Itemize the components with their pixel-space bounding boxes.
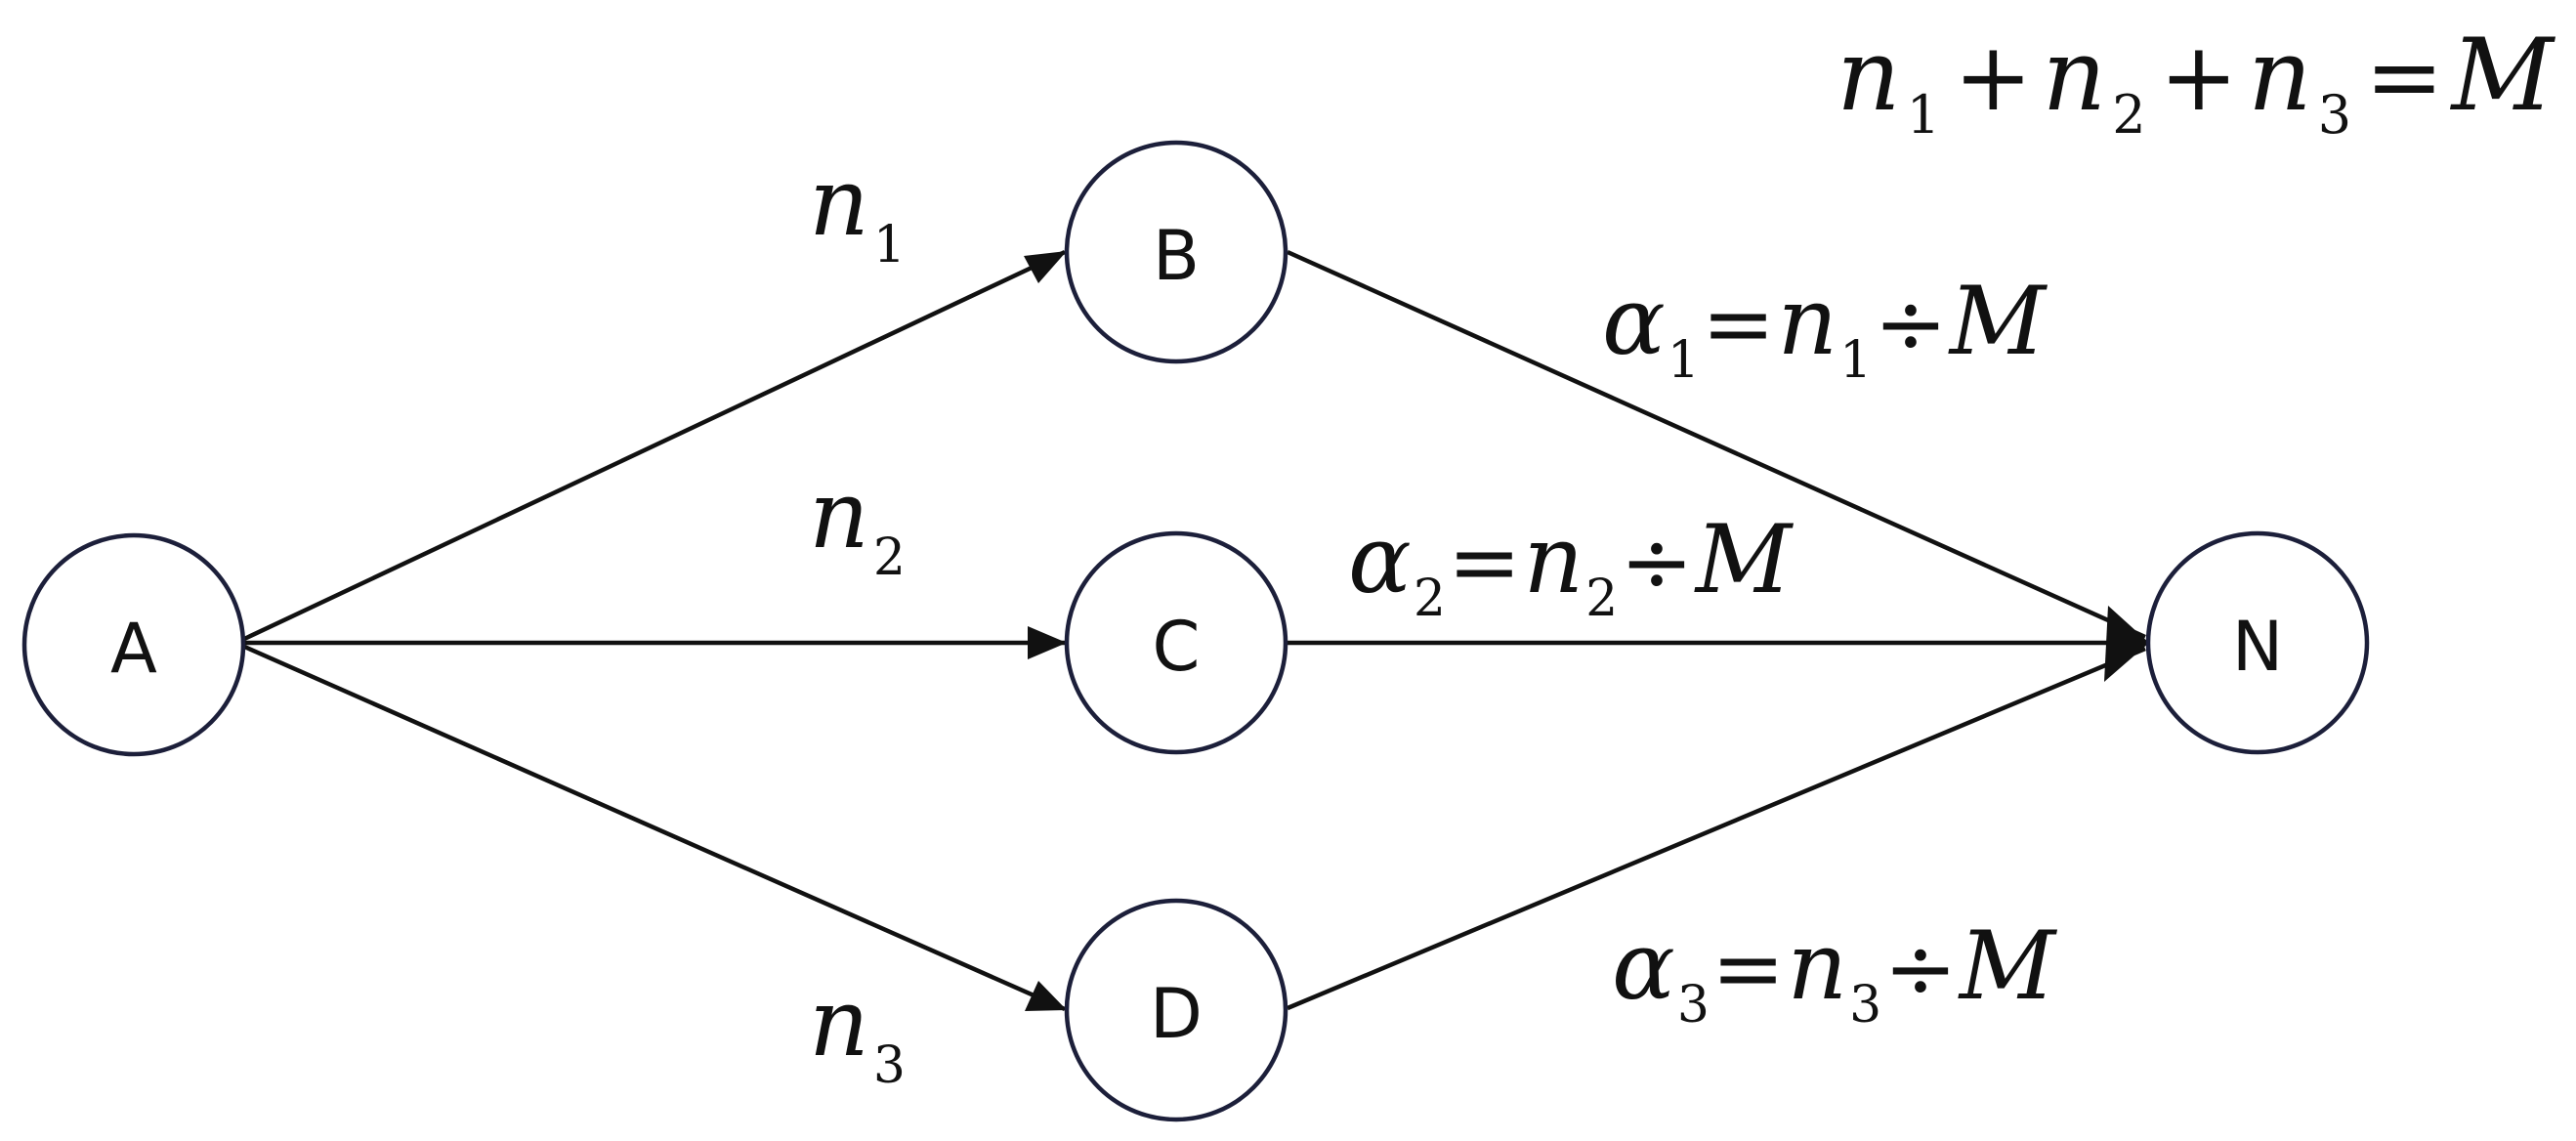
formula-total-t3: n [2248,18,2312,134]
formula-alpha3: α3=n3÷M [1612,911,2058,1035]
formula-alpha1-sub: 1 [1668,331,1700,390]
node-d-circle [1064,898,1288,1122]
edge-label-n2-var: n [809,460,869,570]
edge-label-n2-sub: 2 [873,528,906,587]
formula-total-s2: 2 [2112,84,2145,146]
formula-alpha1-op: ÷ [1874,273,1947,375]
formula-total-rhs: M [2450,18,2556,134]
formula-alpha3-op: ÷ [1883,917,1957,1020]
node-b: B [1064,140,1288,364]
formula-total-op2: + [2160,22,2238,132]
formula-alpha3-rhs: M [1958,911,2058,1021]
formula-alpha3-var: n [1787,911,1847,1021]
node-c-label: C [1153,607,1201,687]
node-d: D [1064,898,1288,1122]
formula-alpha1-sym: α [1602,267,1666,376]
arrowhead-a-b [1024,251,1067,283]
formula-alpha3-eq: = [1711,917,1785,1020]
formula-alpha2-sub: 2 [1414,570,1446,628]
formula-alpha2-sym: α [1348,505,1412,614]
edges [241,249,2149,1012]
formula-total-s3: 3 [2318,84,2351,146]
formula-total-eq: = [2365,22,2443,132]
arrowhead-a-c [1028,626,1067,659]
edge-label-n3-sub: 3 [873,1036,906,1095]
node-c-circle [1064,530,1288,755]
node-a-label: A [110,609,157,689]
formula-alpha2-rhs: M [1694,505,1795,614]
formula-alpha1: α1=n1÷M [1602,267,2048,390]
formula-total-op1: + [1954,22,2032,132]
node-b-circle [1064,140,1288,364]
edge-b-n [1287,249,2146,640]
node-a-circle [21,532,246,757]
formula-alpha2-vsub: 2 [1585,570,1618,628]
formula-alpha2-eq: = [1448,511,1521,613]
formula-alpha2: α2=n2÷M [1348,505,1795,628]
edge-label-n2: n2 [809,460,906,587]
formula-total-t2: n [2043,18,2107,134]
edge-d-n [1287,646,2146,1011]
formula-alpha3-vsub: 3 [1849,976,1881,1035]
node-n-circle [2145,530,2370,755]
formula-total-s1: 1 [1907,84,1940,146]
arrowhead-into-n [2104,606,2149,682]
edge-a-b [241,249,1066,643]
edge-label-n1-var: n [809,148,869,257]
edge-a-d [241,643,1066,1012]
arrowhead-a-d [1025,981,1067,1011]
node-b-label: B [1153,216,1200,296]
node-n-label: N [2232,607,2283,687]
node-c: C [1064,530,1288,755]
edge-label-n1: n1 [809,148,906,275]
formula-alpha1-vsub: 1 [1839,331,1872,390]
node-d-label: D [1150,974,1203,1054]
formula-alpha2-op: ÷ [1620,511,1693,613]
edge-label-n3: n3 [809,968,906,1095]
formula-alpha3-sym: α [1612,911,1675,1021]
formula-alpha1-var: n [1777,267,1837,376]
edge-label-n3-var: n [809,968,869,1078]
node-n: N [2145,530,2370,755]
formula-alpha3-sub: 3 [1677,976,1710,1035]
formula-alpha2-var: n [1523,505,1584,614]
node-a: A [21,532,246,757]
formula-alpha1-eq: = [1702,273,1775,375]
formula-alpha1-rhs: M [1948,267,2048,376]
edge-label-n1-sub: 1 [873,216,906,275]
formula-total-t1: n [1837,18,1901,134]
